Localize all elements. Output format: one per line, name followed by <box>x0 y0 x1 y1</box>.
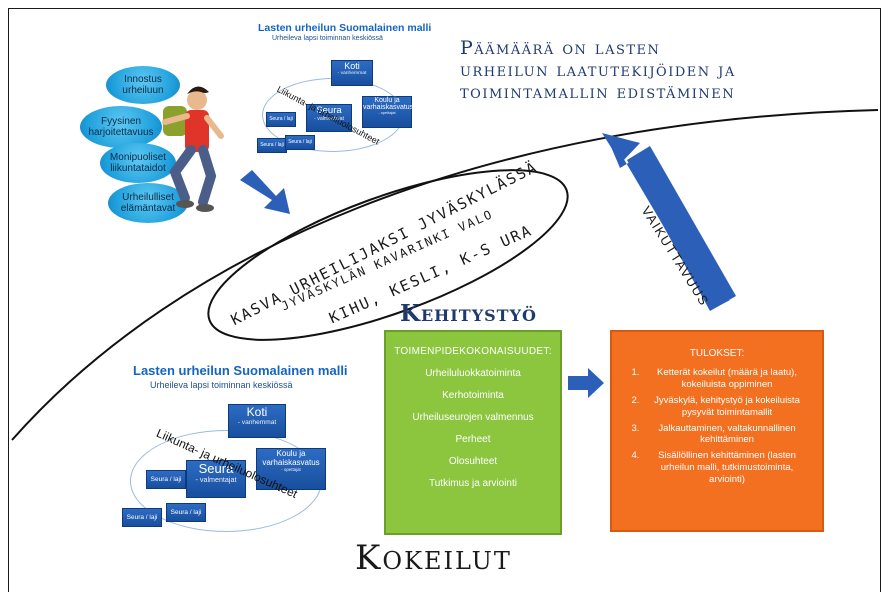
actions-item: Kerhotoiminta <box>442 390 504 401</box>
bottom-seura-sublabel: - valmentajat <box>195 476 237 484</box>
top-koulu-label: Koulu ja varhaiskasvatus <box>363 97 414 111</box>
actions-item: Urheiluluokkatoiminta <box>425 368 521 379</box>
bubble-monipuoliset: Monipuoliset liikuntataidot <box>100 143 176 183</box>
bottom-koti-sublabel: - vanhemmat <box>237 419 277 426</box>
bubble-innostus: Innostus urheiluun <box>106 66 180 104</box>
actions-item: Tutkimus ja arviointi <box>429 478 517 489</box>
bottom-seura-laji-3: Seura / laji <box>166 503 206 522</box>
actions-item: Urheiluseurojen valmennus <box>412 412 534 423</box>
results-item: Jyväskylä, kehitystyö ja kokeiluista pys… <box>642 395 812 419</box>
top-koti-label: Koti <box>344 61 360 71</box>
goal-line-2: urheilun laatutekijöiden ja <box>460 58 736 81</box>
results-list: Ketterät kokeilut (määrä ja laatu), koke… <box>612 367 822 486</box>
results-item: Ketterät kokeilut (määrä ja laatu), koke… <box>642 367 812 391</box>
actions-item: Perheet <box>455 434 491 445</box>
actions-item: Olosuhteet <box>448 456 498 467</box>
bottom-koti-label: Koti <box>246 405 268 419</box>
top-koulu-sublabel: - opettajat <box>378 111 396 115</box>
goal-text: Päämäärä on lasten urheilun laatutekijöi… <box>460 37 736 104</box>
results-heading: TULOKSET: <box>689 348 745 359</box>
running-child-icon <box>162 86 224 212</box>
impact-arrow-icon <box>602 133 736 311</box>
bottom-seura-box: Seura - valmentajat <box>186 460 246 498</box>
top-seura-laji-3: Seura / laji <box>285 135 315 150</box>
diagonal-arrow-icon <box>240 170 290 214</box>
kehitystyo-heading: Kehitystyö <box>400 300 537 327</box>
top-seura-sublabel: - valmentajat <box>314 116 344 122</box>
actions-box: TOIMENPIDEKOKONAISUUDET: Urheiluluokkato… <box>384 330 562 535</box>
actions-heading: TOIMENPIDEKOKONAISUUDET: <box>394 346 552 357</box>
bottom-koulu-label: Koulu ja varhaiskasvatus <box>262 449 320 467</box>
results-item: Jalkauttaminen, valtakunnallinen kehittä… <box>642 423 812 447</box>
bottom-seura-laji-2: Seura / laji <box>122 508 162 527</box>
slide-frame <box>8 8 881 592</box>
bottom-model-title: Lasten urheilun Suomalainen malli <box>133 363 348 378</box>
bottom-model-subtitle: Urheileva lapsi toiminnan keskiössä <box>150 380 293 390</box>
goal-line-3: toimintamallin edistäminen <box>460 80 736 103</box>
bottom-seura-laji-1: Seura / laji <box>146 470 186 489</box>
bottom-seura-label: Seura <box>198 461 234 476</box>
bubble-urheilulliset: Urheilulliset elämäntavat <box>108 183 188 223</box>
right-arrow-icon <box>568 368 604 398</box>
kokeilut-heading: Kokeilut <box>355 538 512 578</box>
goal-line-1: Päämäärä on lasten <box>460 37 661 59</box>
results-box: TULOKSET: Ketterät kokeilut (määrä ja la… <box>610 330 824 532</box>
development-curve <box>11 109 879 441</box>
top-koti-sublabel: - vanhemmat <box>337 71 367 76</box>
top-model-subtitle: Urheileva lapsi toiminnan keskiössä <box>272 35 383 42</box>
bottom-koulu-sublabel: - opettajat <box>281 467 301 472</box>
top-seura-laji-2: Seura / laji <box>257 138 287 153</box>
bottom-koti-box: Koti - vanhemmat <box>228 404 286 438</box>
top-seura-box: Seura - valmentajat <box>306 104 352 132</box>
top-koulu-box: Koulu ja varhaiskasvatus - opettajat <box>362 96 414 128</box>
bottom-koulu-box: Koulu ja varhaiskasvatus - opettajat <box>256 448 326 490</box>
top-seura-laji-1: Seura / laji <box>266 112 296 127</box>
results-item: Sisällöllinen kehittäminen (lasten urhei… <box>642 450 812 486</box>
top-koti-box: Koti - vanhemmat <box>331 60 373 86</box>
bubble-fyysinen: Fyysinen harjoitettavuus <box>80 106 162 148</box>
top-model-title: Lasten urheilun Suomalainen malli <box>258 22 432 34</box>
top-seura-label: Seura <box>316 105 342 116</box>
handwritten-ellipse <box>207 169 569 341</box>
